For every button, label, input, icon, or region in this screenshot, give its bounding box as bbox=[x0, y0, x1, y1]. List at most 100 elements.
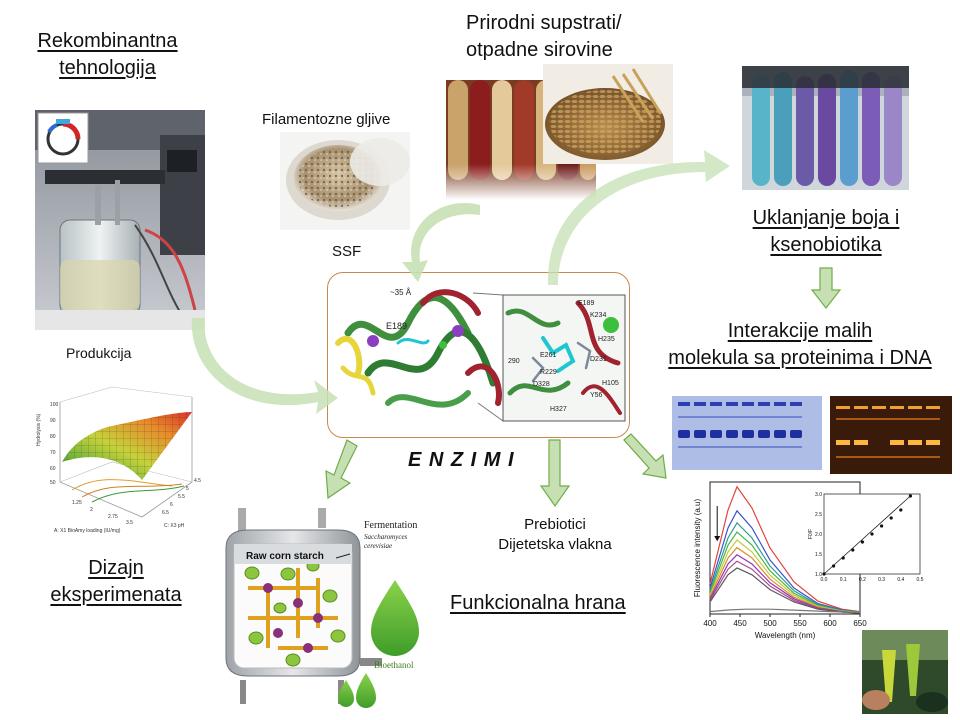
y-tick: 6.5 bbox=[162, 510, 169, 516]
tank-title: Raw corn starch bbox=[246, 551, 324, 562]
inset-y-tick: 1.0 bbox=[815, 572, 822, 578]
arrow-fungi-to-enzymes bbox=[402, 203, 480, 282]
fermentation-caption: Fermentation bbox=[364, 520, 417, 531]
inset-y-tick: 1.5 bbox=[815, 552, 822, 558]
label-line: Interakcije malih bbox=[727, 320, 873, 342]
y-tick: 6 bbox=[170, 502, 173, 508]
y-tick: 5.5 bbox=[178, 494, 185, 500]
fluorescence-chart: Fluorescence intensity (a.u) Wavelength … bbox=[672, 476, 934, 646]
dye-removal-label: Uklanjanje boja i ksenobiotika bbox=[736, 205, 916, 259]
arrow-enzymes-to-dye-removal bbox=[547, 150, 730, 285]
yeast-species-label: cerevisiae bbox=[364, 542, 392, 550]
inset-point bbox=[889, 516, 893, 520]
z-tick: 80 bbox=[50, 434, 56, 440]
inset-point bbox=[899, 508, 903, 512]
prebiotics-label: Prebiotici Dijetetska vlakna bbox=[460, 515, 650, 555]
inset-point bbox=[822, 572, 826, 576]
fermentation-tank-figure: Raw corn starch Fermentation Saccharomyc… bbox=[218, 508, 430, 710]
plasmid-icon bbox=[46, 119, 81, 156]
label-line: Prirodni supstrati/ bbox=[466, 12, 622, 34]
yeast-icon bbox=[244, 560, 346, 667]
z-tick: 60 bbox=[50, 466, 56, 472]
residue-label: D231 bbox=[590, 356, 607, 363]
residue-label: E189 bbox=[578, 300, 594, 307]
fungi-petri-dish bbox=[280, 132, 410, 230]
inset-point bbox=[832, 564, 836, 568]
quench-arrowhead bbox=[714, 536, 721, 542]
enzyme-structure-box: E189 ~35 Å E189 K234 H235 E261 D231 R229… bbox=[327, 272, 630, 438]
arrow-production-to-enzymes bbox=[191, 318, 338, 414]
x-tick-label: 550 bbox=[793, 619, 807, 628]
z-axis-label: Hydrolysis (%) bbox=[36, 413, 42, 446]
x-tick-label: 500 bbox=[763, 619, 777, 628]
residue-label: K234 bbox=[590, 312, 606, 319]
residue-label: H327 bbox=[550, 406, 567, 413]
y-axis-label: Fluorescence intensity (a.u) bbox=[693, 499, 702, 598]
inset-point bbox=[908, 494, 912, 498]
x-tick: 2.75 bbox=[108, 514, 118, 520]
z-tick: 100 bbox=[50, 402, 59, 408]
arrow-dye-to-interactions bbox=[810, 267, 842, 309]
residue-label: R229 bbox=[540, 369, 557, 376]
label-line: molekula sa proteinima i DNA bbox=[668, 347, 932, 369]
inset-fit-line bbox=[823, 495, 911, 575]
bioreactor-icon bbox=[35, 110, 205, 330]
recombinant-technology-label: Rekombinantna tehnologija bbox=[25, 28, 190, 82]
x-tick-label: 450 bbox=[733, 619, 747, 628]
inset-y-label: F0/F bbox=[808, 529, 814, 539]
product-label: Bioethanol bbox=[374, 660, 414, 670]
interactions-label: Interakcije malih molekula sa proteinima… bbox=[650, 318, 950, 372]
x-tick-label: 400 bbox=[703, 619, 717, 628]
fluorescence-series-line bbox=[709, 567, 861, 614]
x-axis-label: A: X1 BioAmy loading (IU/mg) bbox=[54, 528, 121, 534]
arrow-enzymes-to-prebiotics bbox=[539, 439, 571, 508]
inset-point bbox=[870, 532, 874, 536]
green-tubes-photo bbox=[862, 630, 948, 714]
residue-label: 290 bbox=[508, 358, 520, 365]
experimental-design-label: Dizajn eksperimenata bbox=[30, 555, 202, 609]
sds-page-gel bbox=[672, 396, 822, 470]
inset-x-tick: 0.3 bbox=[878, 577, 885, 583]
fluorescence-series-line bbox=[709, 509, 861, 613]
yeast-species-label: Saccharomyces bbox=[364, 533, 408, 541]
inset-x-tick: 0.0 bbox=[821, 577, 828, 583]
residue-label: E261 bbox=[540, 352, 556, 359]
inset-x-tick: 0.2 bbox=[859, 577, 866, 583]
bioreactor-photo bbox=[35, 110, 205, 330]
z-tick: 90 bbox=[50, 418, 56, 424]
inset-point bbox=[880, 524, 884, 528]
arrow-enzymes-to-fluorescence bbox=[623, 433, 667, 479]
arrow-enzymes-to-fermentation bbox=[325, 439, 358, 500]
label-line: Rekombinantna bbox=[37, 30, 178, 52]
droplet-icon bbox=[338, 580, 419, 708]
residue-label: H235 bbox=[598, 336, 615, 343]
residue-label: H105 bbox=[602, 380, 619, 387]
z-tick: 50 bbox=[50, 480, 56, 486]
inset-point bbox=[851, 548, 855, 552]
x-tick: 3.5 bbox=[126, 520, 133, 526]
fluorescence-series-line bbox=[709, 485, 861, 613]
y-axis-label: C: X3 pH bbox=[164, 523, 185, 529]
inset-x-tick: 0.4 bbox=[897, 577, 904, 583]
inset-x-tick: 0.5 bbox=[917, 577, 924, 583]
x-tick-label: 600 bbox=[823, 619, 837, 628]
z-tick: 70 bbox=[50, 450, 56, 456]
inset-y-tick: 2.5 bbox=[815, 512, 822, 518]
distance-label: ~35 Å bbox=[390, 288, 412, 297]
label-line: Prebiotici bbox=[524, 516, 586, 533]
functional-food-label: Funkcionalna hrana bbox=[450, 592, 626, 614]
y-tick: 5 bbox=[186, 486, 189, 492]
inset-point bbox=[841, 556, 845, 560]
label-line: Dijetetska vlakna bbox=[498, 536, 612, 553]
label-line: eksperimenata bbox=[50, 584, 182, 606]
residue-label: D328 bbox=[533, 381, 550, 388]
grain-photo bbox=[543, 64, 673, 164]
x-tick-label: 650 bbox=[853, 619, 867, 628]
dye-test-tubes-photo bbox=[742, 66, 909, 190]
x-tick: 1.25 bbox=[72, 500, 82, 506]
protein-structure-figure: E189 ~35 Å E189 K234 H235 E261 D231 R229… bbox=[335, 288, 626, 422]
x-axis-label: Wavelength (nm) bbox=[755, 631, 816, 640]
filamentous-fungi-label: Filamentozne gljive bbox=[262, 111, 391, 128]
fluorescence-series-line bbox=[709, 608, 861, 613]
residue-label: E189 bbox=[386, 321, 407, 331]
